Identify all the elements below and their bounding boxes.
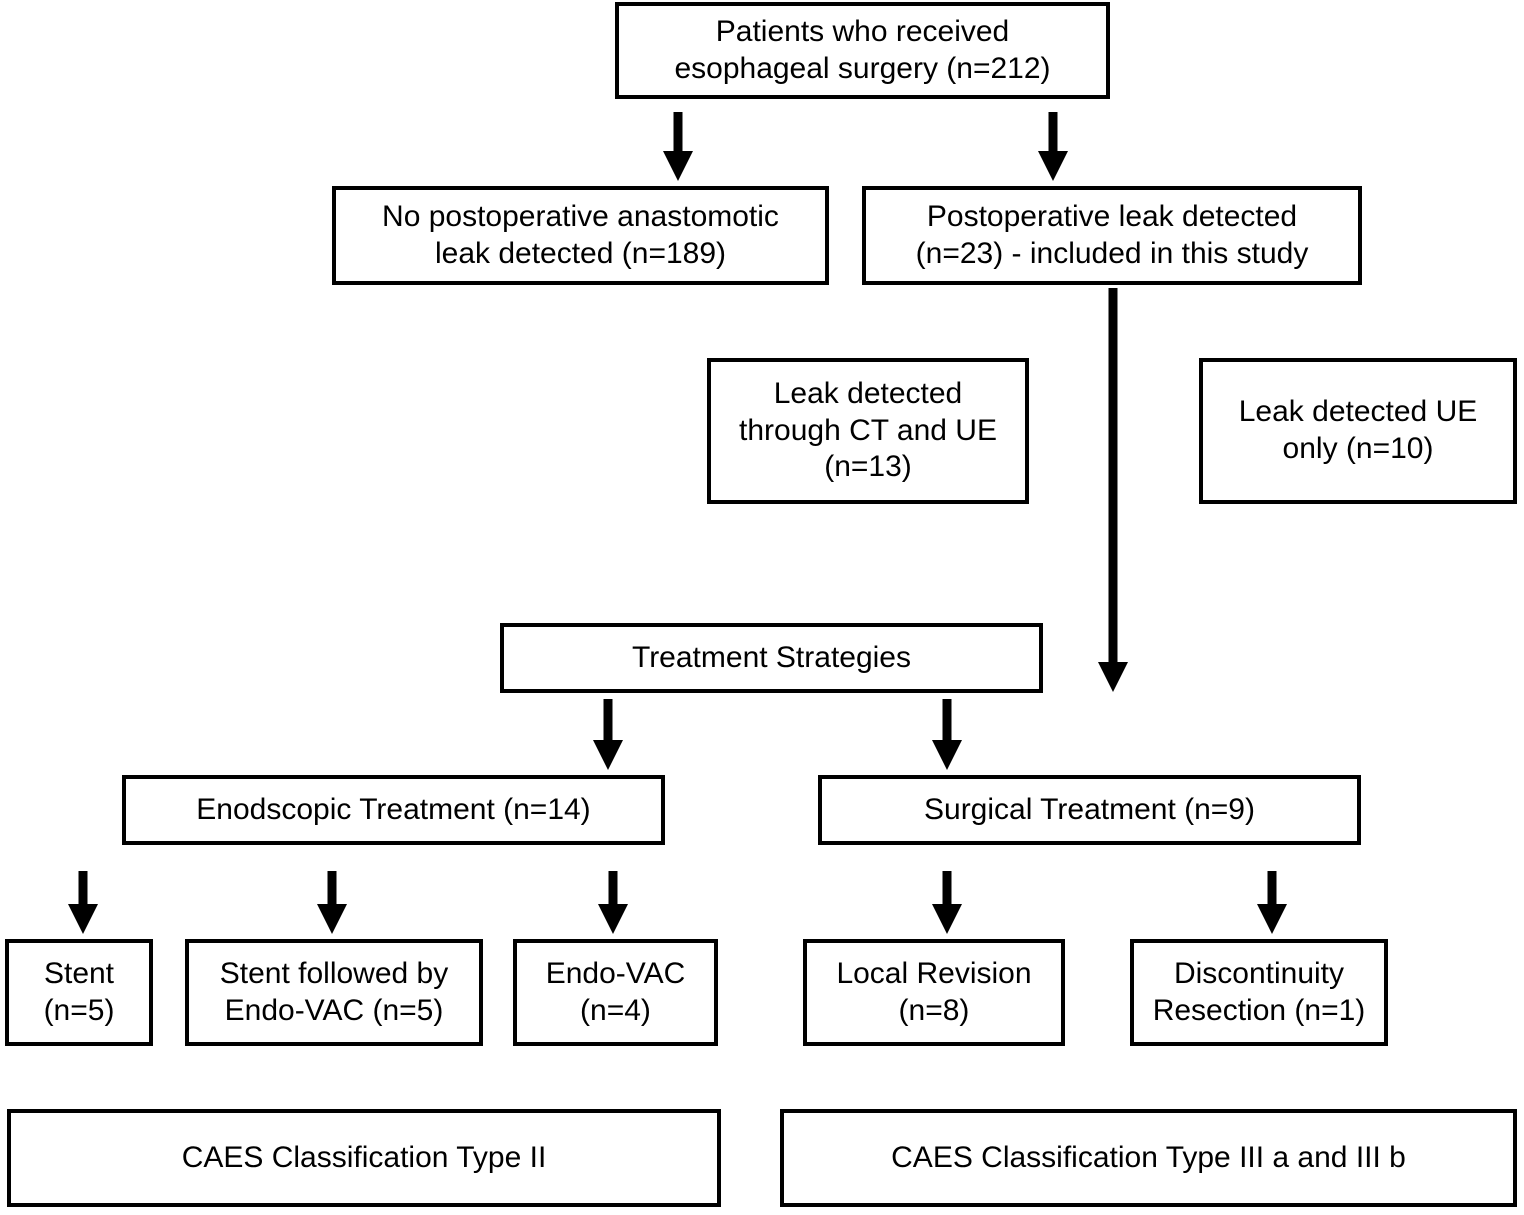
node-label: CAES Classification Type III a and III b <box>891 1140 1406 1174</box>
arrow-endoscopic-to-stent-endovac <box>317 871 347 934</box>
arrow-endoscopic-to-stent <box>68 871 98 934</box>
arrow-root-to-no-leak <box>663 112 693 181</box>
node-leak-detected-ct-and-ue: Leak detected through CT and UE (n=13) <box>707 358 1029 504</box>
arrow-surgical-to-local-revision <box>932 871 962 934</box>
node-label: Treatment Strategies <box>631 640 911 674</box>
node-label: Surgical Treatment (n=9) <box>924 792 1255 826</box>
node-label: Enodscopic Treatment (n=14) <box>196 792 591 826</box>
node-endovac: Endo-VAC (n=4) <box>513 939 718 1046</box>
node-caes-classification-type-iii: CAES Classification Type III a and III b <box>780 1109 1517 1207</box>
node-discontinuity-resection: Discontinuity Resection (n=1) <box>1130 939 1388 1046</box>
node-leak-detected-ue-only: Leak detected UE only (n=10) <box>1199 358 1517 504</box>
node-patients-received-surgery: Patients who received esophageal surgery… <box>615 2 1110 99</box>
arrow-root-to-leak <box>1038 112 1068 181</box>
node-stent: Stent (n=5) <box>5 939 153 1046</box>
node-endoscopic-treatment: Enodscopic Treatment (n=14) <box>122 775 665 845</box>
node-label: Postoperative leak detected (n=23) - inc… <box>915 199 1309 270</box>
node-label: Local Revision (n=8) <box>836 956 1032 1027</box>
arrow-strategies-to-surgical <box>932 699 962 770</box>
node-label: Leak detected through CT and UE (n=13) <box>739 377 997 484</box>
node-label: Endo-VAC (n=4) <box>545 956 686 1027</box>
node-label: Stent (n=5) <box>43 956 115 1027</box>
node-postoperative-leak-detected: Postoperative leak detected (n=23) - inc… <box>862 186 1362 285</box>
node-treatment-strategies: Treatment Strategies <box>500 623 1043 693</box>
node-caes-classification-type-ii: CAES Classification Type II <box>7 1109 721 1207</box>
arrow-strategies-to-endoscopic <box>593 699 623 770</box>
node-label: CAES Classification Type II <box>181 1140 547 1174</box>
arrow-surgical-to-discontinuity <box>1257 871 1287 934</box>
arrow-leak-to-treatment <box>1098 288 1128 692</box>
node-no-postoperative-leak: No postoperative anastomotic leak detect… <box>332 186 829 285</box>
node-label: Patients who received esophageal surgery… <box>674 14 1051 85</box>
node-label: Discontinuity Resection (n=1) <box>1152 956 1366 1027</box>
node-label: No postoperative anastomotic leak detect… <box>382 199 779 270</box>
node-local-revision: Local Revision (n=8) <box>803 939 1065 1046</box>
arrow-endoscopic-to-endovac <box>598 871 628 934</box>
node-label: Stent followed by Endo-VAC (n=5) <box>219 956 449 1027</box>
node-label: Leak detected UE only (n=10) <box>1238 395 1478 465</box>
node-stent-followed-by-endovac: Stent followed by Endo-VAC (n=5) <box>185 939 483 1046</box>
node-surgical-treatment: Surgical Treatment (n=9) <box>818 775 1361 845</box>
